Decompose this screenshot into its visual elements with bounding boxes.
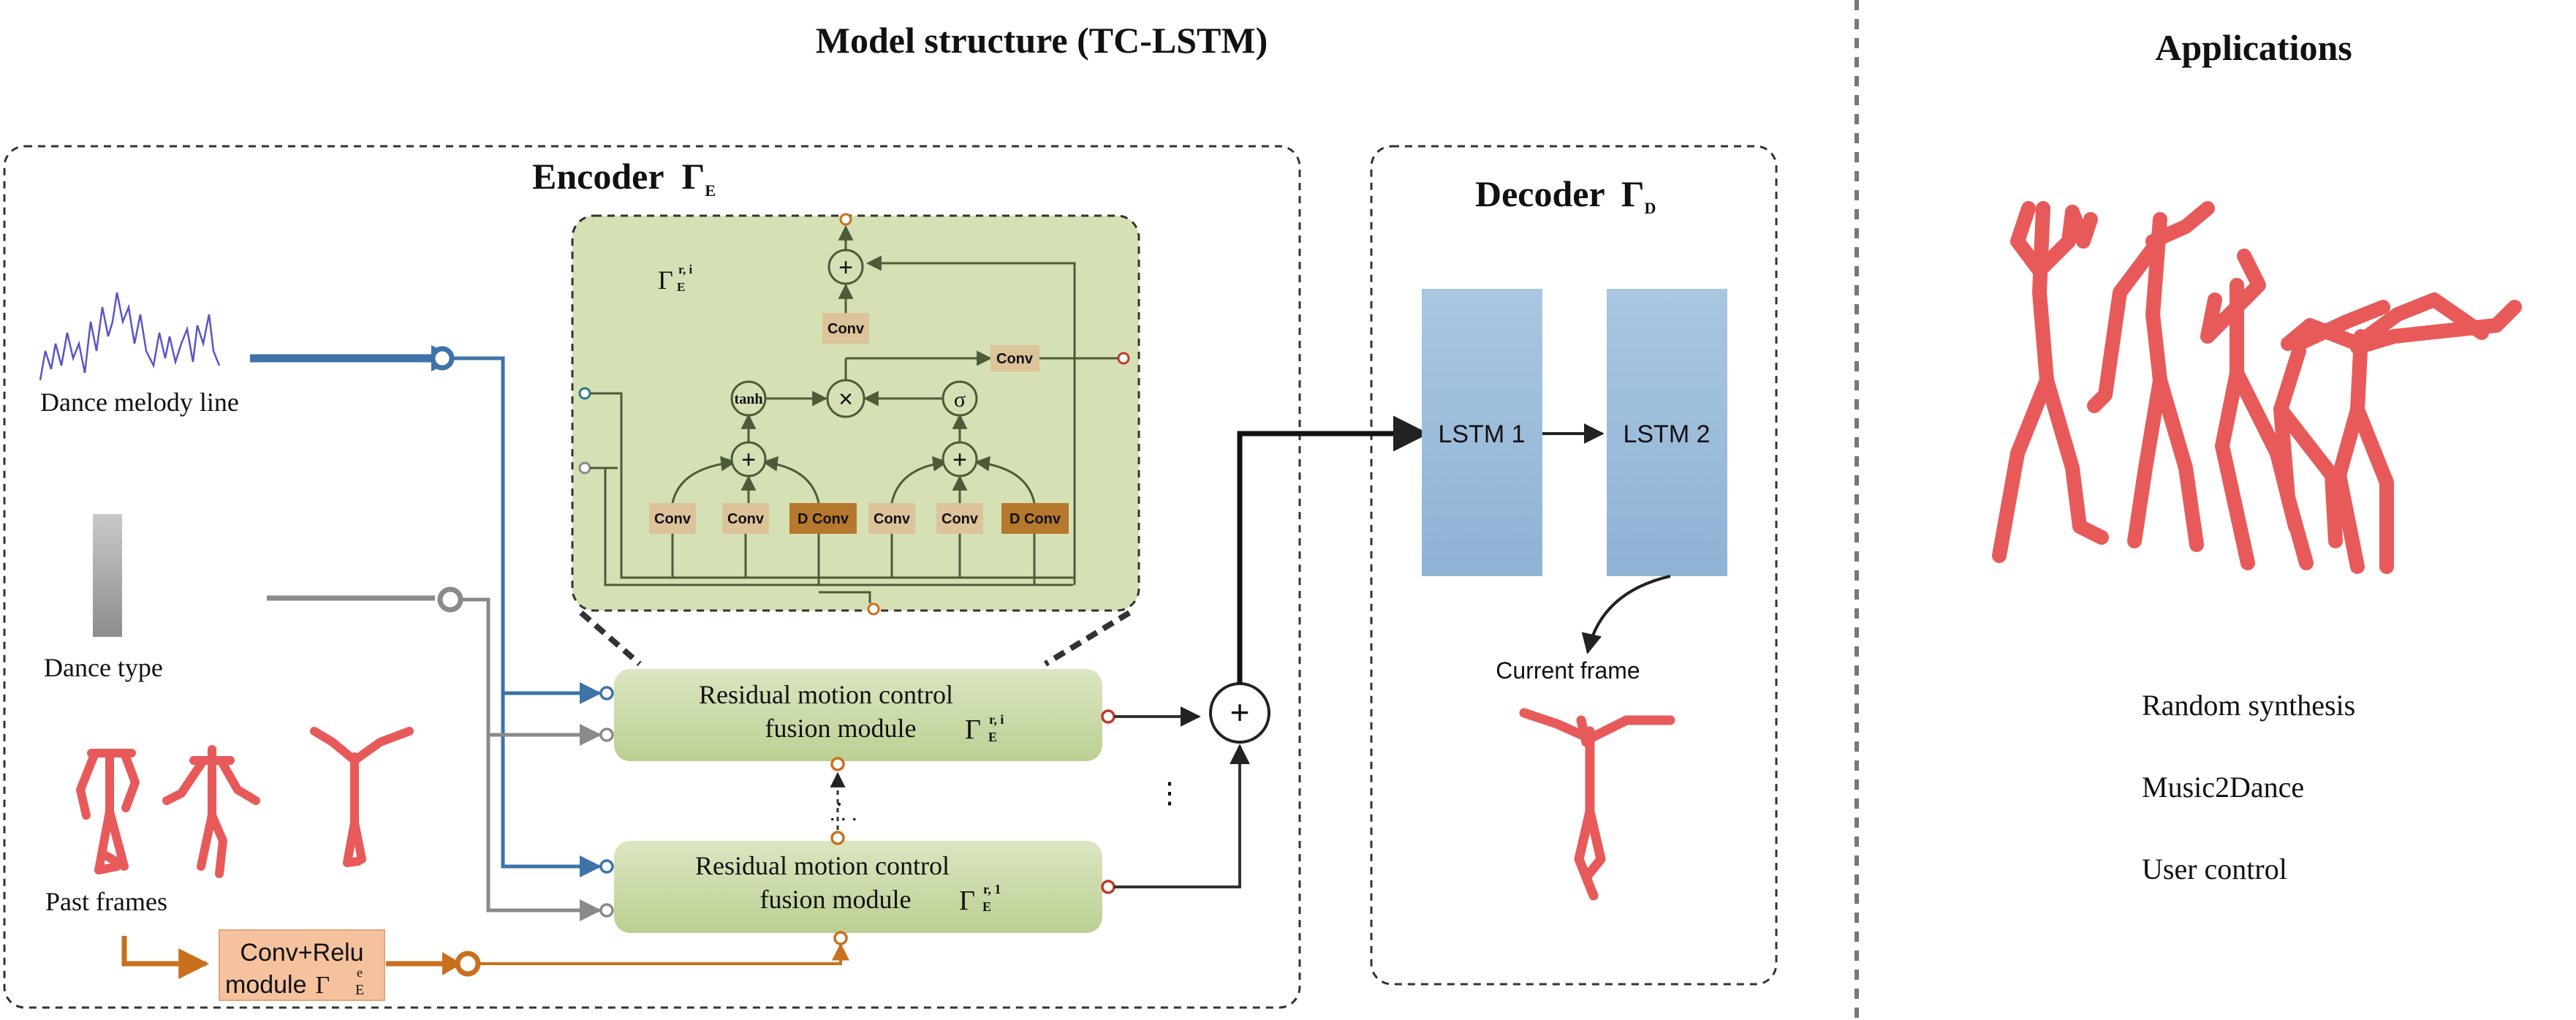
detail-conv-label: Conv [827, 321, 865, 337]
detail-conv-label: Conv [727, 511, 765, 527]
current-frame-skeleton [1519, 708, 1675, 901]
residual-module-i-sub: E [988, 730, 997, 744]
residual-module-i [614, 669, 1102, 761]
conv-relu-module [219, 929, 385, 1001]
detail-conv-label: Conv [996, 351, 1034, 367]
residual-module-1-line1: Residual motion control [695, 851, 950, 880]
lstm-1-block [1422, 289, 1542, 576]
past-frames-label: Past frames [45, 887, 167, 916]
residual-module-1-symbol: Γ [959, 885, 975, 916]
detail-conv-label: Conv [942, 511, 979, 527]
conv-relu-sup: e [357, 965, 363, 980]
detail-conv-label: Conv [874, 511, 911, 527]
sum-node-symbol: + [1230, 693, 1250, 731]
detail-plus-top: + [838, 254, 853, 282]
detail-sup: r, i [678, 262, 692, 276]
detail-plus-right: + [952, 446, 967, 474]
app-skeleton-1 [1992, 201, 2109, 563]
detail-sub: E [677, 280, 685, 294]
app-skeleton-2 [2087, 201, 2215, 552]
residual-module-i-line1: Residual motion control [699, 680, 953, 709]
detail-times: × [838, 385, 853, 413]
encoder-box [3, 145, 1301, 1009]
detail-dconv-label: D Conv [1009, 511, 1061, 527]
detail-tanh: tanh [735, 391, 763, 407]
application-random-synthesis: Random synthesis [2142, 689, 2355, 722]
melody-label: Dance melody line [40, 388, 239, 417]
decoder-box [1370, 145, 1778, 986]
lstm-output-arrow [1581, 575, 1671, 654]
encoder-to-decoder-arrow [1237, 415, 1429, 684]
conv-relu-label: Conv+Relu [240, 939, 363, 967]
module-stack-dots: · [835, 790, 844, 819]
application-music2dance: Music2Dance [2142, 771, 2304, 804]
detail-conv-blocks [649, 313, 1069, 534]
residual-module-i-line2: fusion module [765, 714, 917, 743]
lstm-2-label: LSTM 2 [1623, 420, 1710, 448]
dance-type-label: Dance type [44, 653, 163, 682]
zoom-line-left [579, 610, 642, 667]
detail-conv-label: Conv [654, 511, 692, 527]
applications-skeletons [1992, 201, 2522, 574]
detail-dconv-label: D Conv [798, 511, 849, 527]
zoom-line-right [1043, 610, 1132, 667]
app-skeleton-5 [2273, 300, 2390, 570]
module-1-output [1114, 744, 1250, 888]
vertical-ellipsis: ⋮ [1155, 777, 1184, 809]
dance-type-icon [93, 514, 122, 637]
melody-flow [250, 345, 602, 877]
detail-sigma: σ [954, 388, 966, 412]
residual-module-1 [614, 841, 1102, 933]
past-frame-skeleton-3 [310, 727, 414, 867]
application-user-control: User control [2142, 853, 2287, 885]
module-stack-dots: . . . [830, 801, 857, 826]
detail-symbol: Γ [658, 265, 673, 295]
applications-title: Applications [2155, 27, 2352, 68]
residual-module-1-sup: r, 1 [983, 882, 1001, 896]
detail-plus-left: + [741, 446, 756, 474]
past-frame-skeleton-2 [162, 745, 260, 878]
lstm-1-label: LSTM 1 [1438, 420, 1525, 448]
past-frames-flow [121, 936, 849, 979]
module-detail-panel: Γ r, i E [571, 213, 1140, 616]
melody-waveform-icon [39, 292, 221, 381]
past-frame-skeleton-1 [76, 749, 140, 874]
current-frame-label: Current frame [1496, 657, 1640, 684]
residual-module-i-symbol: Γ [965, 714, 981, 745]
residual-module-1-line2: fusion module [760, 885, 912, 914]
lstm-2-block [1607, 289, 1727, 576]
past-frames-skeletons [76, 727, 414, 878]
residual-module-i-sup: r, i [989, 712, 1004, 727]
page-title: Model structure (TC-LSTM) [816, 20, 1268, 61]
residual-module-1-sub: E [982, 899, 991, 914]
conv-relu-sub: E [355, 982, 364, 998]
dance-type-flow [267, 586, 602, 921]
